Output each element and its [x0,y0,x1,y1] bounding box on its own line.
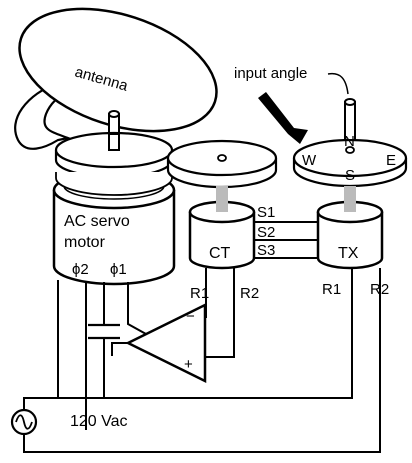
synchro-transmitter: TX [316,200,384,270]
ct-r2-wire [205,268,235,358]
input-angle-annotation: input angle [234,65,349,144]
phi2-label: ϕ2 [72,261,89,278]
amp-plus-label: + [184,356,193,373]
source-top-wire [23,280,59,410]
phi1-label: ϕ1 [110,261,127,278]
s3-label: S3 [257,242,275,259]
supply-label: 120 Vac [70,413,128,430]
stator-wires [254,221,318,259]
dial-n: N [344,133,355,150]
dial-e: E [386,152,396,169]
ct-r2-label: R2 [240,285,259,302]
tx-dial: N S E W [292,98,408,204]
servo-motor: AC servo motor ϕ2 ϕ1 [52,131,176,286]
ct-r1-label: R1 [190,285,209,302]
phi1-wire [127,282,147,335]
ct-disc [166,139,278,204]
input-angle-arrow [258,92,308,144]
sine-icon [15,414,33,430]
antenna: antenna [14,7,218,150]
capacitor [88,323,120,340]
amp-minus-label: − [186,308,195,325]
tx-label: TX [338,245,359,262]
motor-label-line1: AC servo [64,213,130,230]
ac-source [10,408,38,436]
motor-label-line2: motor [64,234,106,251]
ct-label: CT [209,245,231,262]
amplifier: − + [125,302,207,384]
input-angle-label: input angle [234,65,307,82]
antenna-dish [18,7,218,133]
tx-r1-wire [58,268,353,399]
tx-r1-label: R1 [322,281,341,298]
s2-label: S2 [257,224,275,241]
source-bottom-wire [23,268,381,453]
dial-w: W [302,152,317,169]
amplifier-triangle [125,302,207,384]
control-transformer: CT [188,200,256,270]
input-angle-pointer [327,72,349,95]
dial-s: S [345,167,355,184]
amp-output-wire [111,342,128,356]
tx-r2-label: R2 [370,281,389,298]
s1-label: S1 [257,204,275,221]
wiring [23,268,381,453]
